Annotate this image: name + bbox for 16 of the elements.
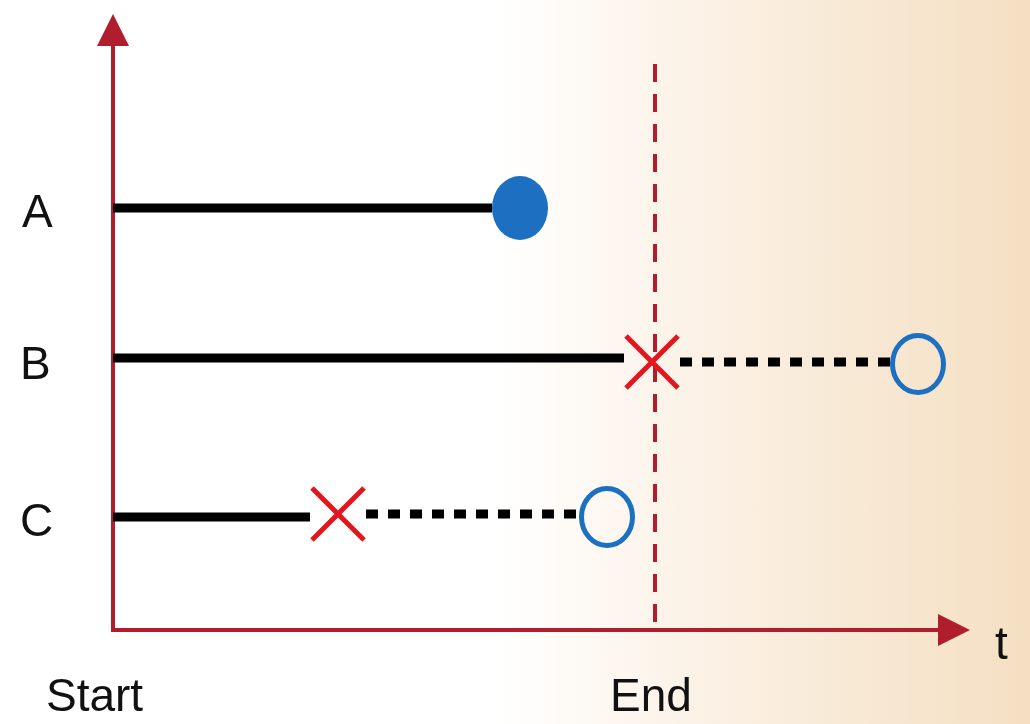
cross-mark: [310, 486, 366, 542]
open-circle: [890, 333, 946, 395]
open-circle: [579, 486, 635, 548]
timeline-bar: [113, 203, 492, 213]
dotted-line: [366, 509, 579, 519]
row-label: B: [20, 340, 51, 386]
dotted-line: [680, 357, 890, 367]
timeline-bar: [113, 353, 624, 363]
axis-label: t: [995, 620, 1008, 666]
row-label: A: [22, 188, 53, 234]
row-label: C: [20, 497, 54, 543]
axis-label: Start: [46, 672, 144, 718]
axis-label: End: [610, 672, 692, 718]
cross-mark: [624, 334, 680, 390]
event-dot: [492, 176, 548, 240]
timeline-bar: [113, 512, 310, 522]
